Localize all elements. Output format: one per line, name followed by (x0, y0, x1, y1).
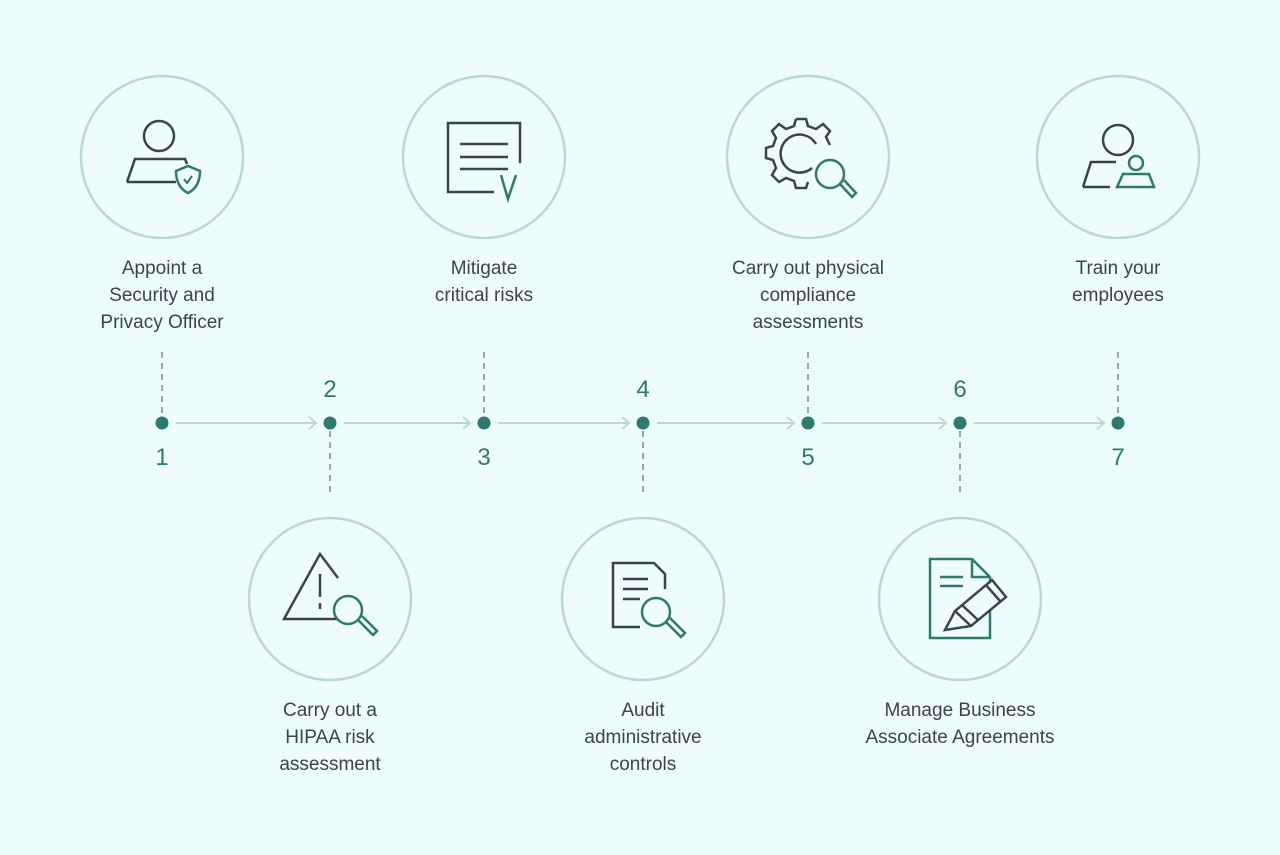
step-label-line: critical risks (434, 285, 534, 306)
step-label: Carry out a HIPAA risk assessment (210, 697, 450, 778)
step-label: Audit administrative controls (523, 697, 763, 778)
step-label-line: Audit (621, 700, 665, 721)
user-trainee-icon (1081, 123, 1156, 189)
timeline-dot (477, 416, 491, 430)
timeline-arrow (822, 416, 948, 430)
arrow-head (621, 416, 631, 430)
timeline-dot (636, 416, 650, 430)
user-shield-icon (125, 119, 202, 195)
gear-search-icon (764, 117, 858, 199)
step-label-line: Associate Agreements (865, 727, 1055, 748)
step-number: 1 (155, 444, 169, 471)
step-number: 2 (323, 376, 337, 403)
step-label: Mitigate critical risks (364, 255, 604, 309)
arrow-head (786, 416, 796, 430)
document-pen-icon (928, 557, 1008, 640)
document-check-icon (446, 121, 522, 204)
step-circle (877, 516, 1043, 682)
timeline-arrow (657, 416, 796, 430)
step-number: 5 (801, 444, 815, 471)
step-label-line: Appoint a (121, 258, 203, 279)
step-label-line: HIPAA risk (285, 727, 375, 748)
step-label-line: Privacy Officer (100, 312, 224, 333)
step-label-line: employees (1072, 285, 1164, 306)
arrow-head (1096, 416, 1106, 430)
timeline-dot (953, 416, 967, 430)
step-label-line: Train your (1075, 258, 1161, 279)
step-number: 7 (1111, 444, 1125, 471)
step-label-line: Carry out physical (731, 258, 885, 279)
step-number: 4 (636, 376, 650, 403)
step-label-line: Carry out a (283, 700, 377, 721)
step-label-line: assessment (279, 754, 381, 775)
timeline-dot (155, 416, 169, 430)
arrow-head (462, 416, 472, 430)
timeline-arrow (344, 416, 472, 430)
step-circle (79, 74, 245, 240)
timeline-arrow (974, 416, 1106, 430)
step-label-line: compliance (759, 285, 857, 306)
step-label-line: assessments (752, 312, 864, 333)
arrow-head (308, 416, 318, 430)
step-number: 6 (953, 376, 967, 403)
step-label-line: administrative (584, 727, 702, 748)
step-number: 3 (477, 444, 491, 471)
step-label: Train your employees (998, 255, 1238, 309)
step-circle (560, 516, 726, 682)
step-label-line: Manage Business (884, 700, 1036, 721)
step-label-line: controls (609, 754, 677, 775)
step-label-line: Mitigate (450, 258, 518, 279)
timeline-arrow (176, 416, 318, 430)
timeline-dot (1111, 416, 1125, 430)
warning-search-icon (281, 551, 379, 637)
step-label: Carry out physical compliance assessments (688, 255, 928, 336)
step-circle (401, 74, 567, 240)
step-label-line: Security and (109, 285, 215, 306)
timeline-dot (801, 416, 815, 430)
timeline-dot (323, 416, 337, 430)
timeline-arrow (498, 416, 631, 430)
step-circle (725, 74, 891, 240)
document-search-icon (611, 561, 687, 639)
arrow-head (938, 416, 948, 430)
step-circle (247, 516, 413, 682)
step-circle (1035, 74, 1201, 240)
